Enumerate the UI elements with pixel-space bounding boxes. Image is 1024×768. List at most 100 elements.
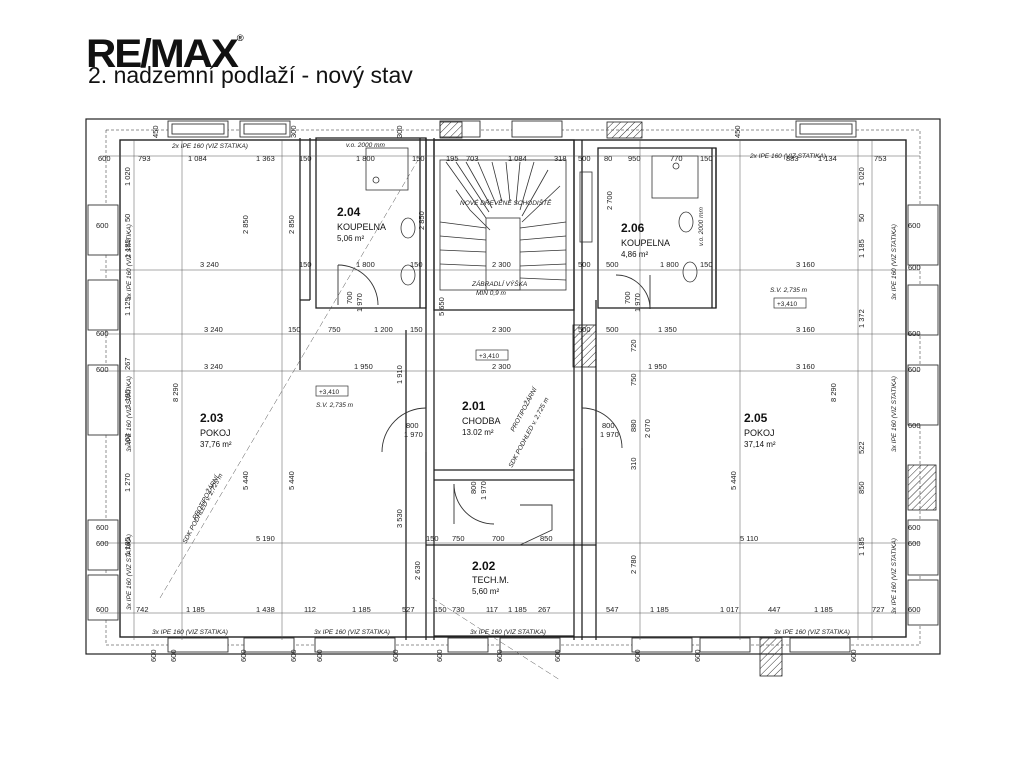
dim-label: 2 630 — [413, 561, 422, 580]
dim-label: 1 372 — [857, 309, 866, 328]
room-area: 37,76 m² — [200, 440, 232, 449]
dim-label: 500 — [606, 260, 619, 269]
dim-label: 1 185 — [857, 537, 866, 556]
dim-label: 703 — [466, 154, 479, 163]
dim-label: 730 — [452, 605, 465, 614]
window-height: v.o. 2000 mm — [698, 207, 705, 246]
dim-label: 600 — [908, 221, 921, 230]
room-name: KOUPELNA — [337, 222, 386, 232]
logo-text: RE/MAX — [86, 32, 239, 76]
dim-label: 450 — [733, 125, 742, 138]
dim-label: 547 — [606, 605, 619, 614]
dim-label: 5 440 — [287, 471, 296, 490]
room-area: 4,86 m² — [621, 250, 648, 259]
dim-label: 1 185 — [123, 239, 132, 258]
dim-label: 600 — [849, 649, 858, 662]
dim-label: 1 970 — [600, 430, 619, 439]
dim-label: 727 — [872, 605, 885, 614]
dim-label: 700 — [623, 291, 632, 304]
dim-label: 600 — [435, 649, 444, 662]
dim-label: 1 438 — [256, 605, 275, 614]
beam-label: 3x IPE 160 (VIZ STATIKA) — [891, 538, 898, 614]
beam-label: 2x IPE 160 (VIZ STATIKA) — [171, 143, 248, 150]
dim-label: 1 970 — [479, 481, 488, 500]
room-area: 37,14 m² — [744, 440, 776, 449]
window-height: v.o. 2000 mm — [346, 142, 385, 149]
dim-label: 880 — [629, 419, 638, 432]
windows — [87, 120, 939, 653]
dim-label: 150 — [426, 534, 439, 543]
room-number: 2.01 — [462, 399, 486, 413]
dim-label: 450 — [151, 125, 160, 138]
dim-label: 150 — [410, 260, 423, 269]
level-box — [315, 385, 349, 397]
dim-label: 770 — [670, 154, 683, 163]
room-area: 5,06 m² — [337, 234, 364, 243]
dim-label: 2 850 — [287, 215, 296, 234]
dim-label: 700 — [345, 291, 354, 304]
dim-label: 750 — [328, 325, 341, 334]
dim-label: 800 — [469, 481, 478, 494]
dim-label: 1 084 — [188, 154, 207, 163]
dim-label: 1 800 — [356, 260, 375, 269]
dim-label: 267 — [538, 605, 551, 614]
stairs-label: NOVÉ DŘEVĚNÉ SCHODIŠTĚ — [460, 198, 552, 207]
dim-label: 1 950 — [354, 362, 373, 371]
dim-label: 1 020 — [857, 167, 866, 186]
dim-label: 150 — [412, 154, 425, 163]
dim-label: 112 — [304, 605, 316, 614]
dim-label: 527 — [402, 605, 415, 614]
beam-label: 3x IPE 160 (VIZ STATIKA) — [891, 224, 898, 300]
dim-label: 117 — [486, 605, 498, 614]
dim-label: 50 — [123, 214, 132, 222]
dim-label: 195 — [446, 154, 459, 163]
interior-walls — [299, 137, 717, 640]
dim-label: 3 240 — [204, 362, 223, 371]
doors — [337, 264, 651, 546]
dim-label: 3 160 — [796, 260, 815, 269]
dim-label: 1 200 — [374, 325, 393, 334]
dim-label: 753 — [874, 154, 887, 163]
hatched-masonry — [439, 121, 937, 677]
dim-label: 720 — [629, 339, 638, 352]
dim-label: 1 350 — [658, 325, 677, 334]
dim-label: 850 — [857, 481, 866, 494]
dim-label: 103 — [123, 433, 132, 446]
dim-label: 600 — [633, 649, 642, 662]
logo-registered-mark: ® — [236, 33, 244, 43]
room-number: 2.04 — [337, 205, 361, 219]
dim-label: 750 — [452, 534, 465, 543]
dim-label: 1 800 — [356, 154, 375, 163]
dim-label: 1 084 — [508, 154, 527, 163]
dim-label: 5 440 — [729, 471, 738, 490]
dim-label: 522 — [857, 441, 866, 454]
dim-label: 150 — [299, 260, 312, 269]
dim-label: 8 290 — [171, 383, 180, 402]
dim-label: 8 290 — [829, 383, 838, 402]
dim-label: 600 — [693, 649, 702, 662]
dim-label: 1 185 — [508, 605, 527, 614]
dim-label: 793 — [138, 154, 151, 163]
railing-label: ZÁBRADLÍ VÝŠKA — [471, 279, 527, 288]
dim-label: 1 270 — [123, 473, 132, 492]
level-box — [475, 349, 509, 361]
dim-label: 600 — [391, 649, 400, 662]
dimension-numbers: 600 793 1 084 1 363 150 1 800 150 195 70… — [96, 125, 921, 662]
dim-label: 3 160 — [796, 362, 815, 371]
dim-label: 267 — [123, 357, 132, 370]
dim-label: 600 — [96, 523, 109, 532]
level-mark: +3,410 — [319, 389, 339, 396]
dim-label: 2 300 — [492, 362, 511, 371]
dim-label: 1 185 — [857, 239, 866, 258]
room-name: POKOJ — [744, 428, 775, 438]
room-labels: 2.04 KOUPELNA 5,06 m² 2.06 KOUPELNA 4,86… — [200, 205, 776, 596]
dim-label: 600 — [908, 365, 921, 374]
dim-label: 500 — [578, 154, 591, 163]
dim-label: 500 — [606, 325, 619, 334]
dim-label: 1 185 — [186, 605, 205, 614]
ceiling-height: S.V. 2,735 m — [316, 402, 354, 409]
dim-label: 600 — [96, 221, 109, 230]
dim-label: 5 650 — [437, 297, 446, 316]
beam-label: 3x IPE 160 (VIZ STATIKA) — [470, 629, 546, 636]
room-area: 13.02 m² — [462, 428, 494, 437]
